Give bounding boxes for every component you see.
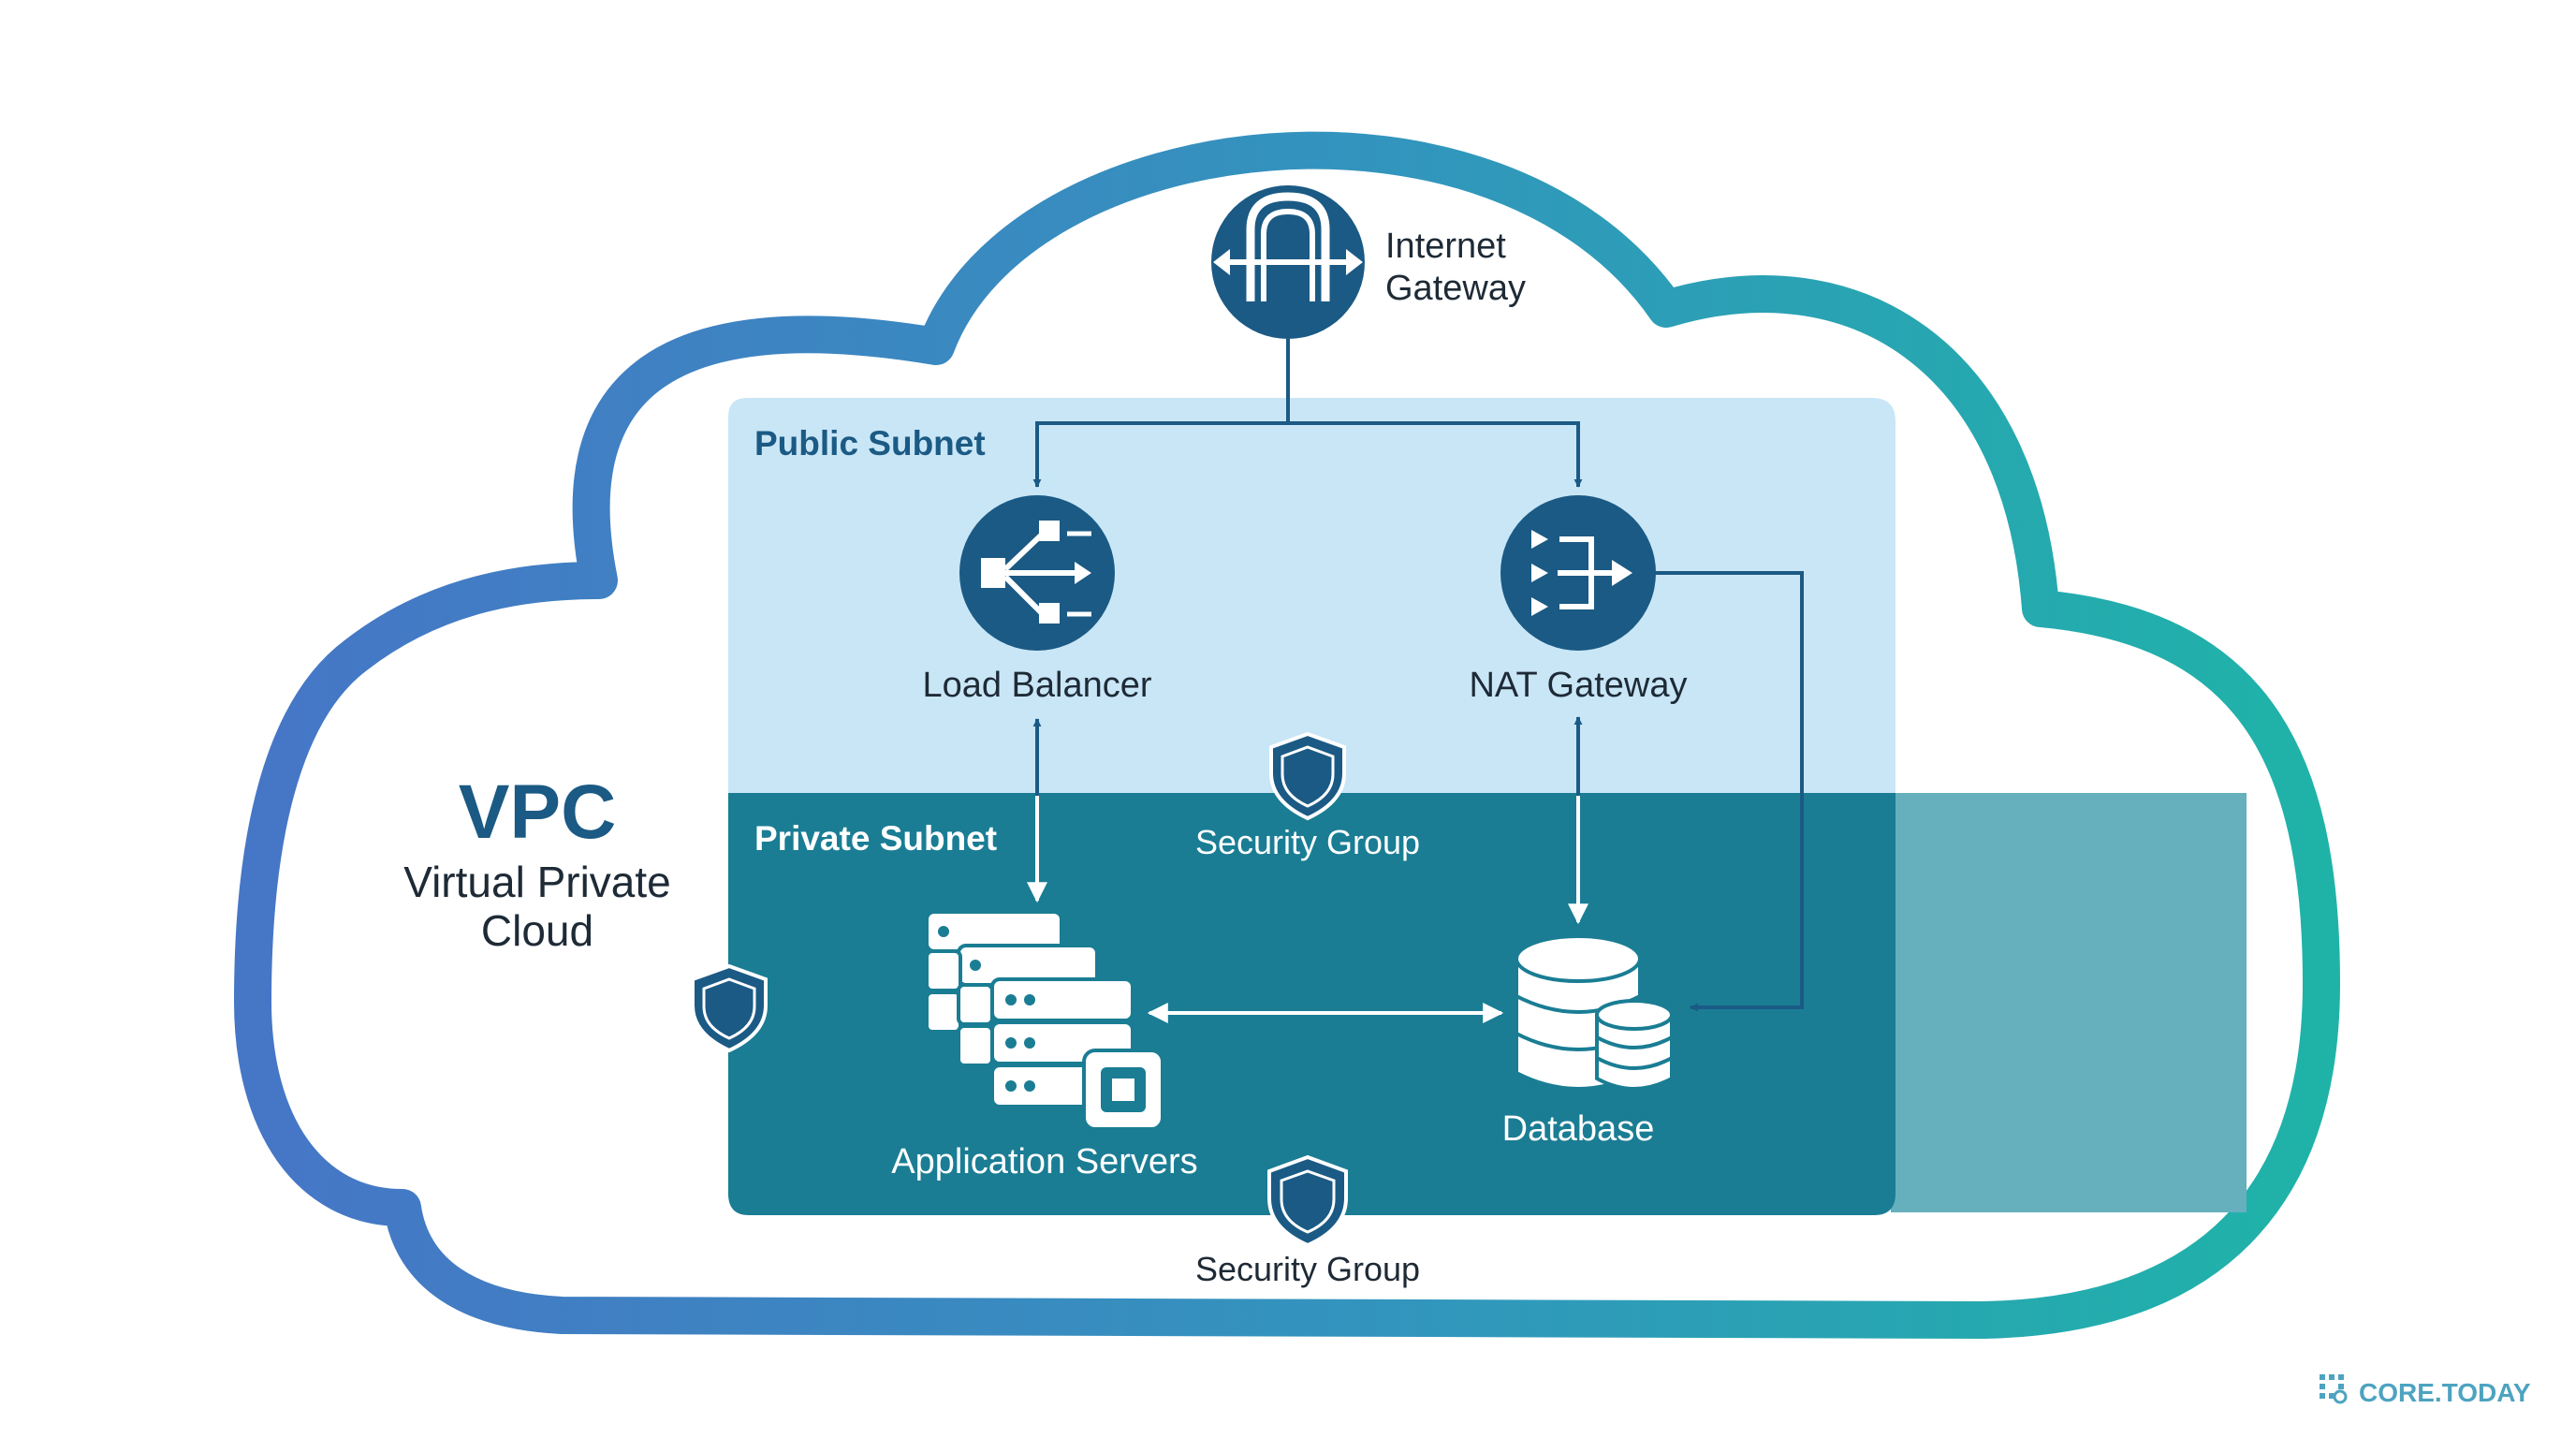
igw-to-nat-gateway-line (1288, 421, 1583, 488)
nat-gateway-icon (1500, 495, 1656, 651)
security-group-outer-label: Security Group (1195, 1250, 1420, 1288)
private-subnet-title: Private Subnet (754, 819, 997, 858)
public-subnet-title: Public Subnet (754, 424, 986, 462)
public-subnet-area (728, 398, 1895, 793)
database-icon (1515, 934, 1674, 1091)
core-today-logo-icon (2320, 1374, 2348, 1404)
security-group-inner-label: Security Group (1195, 823, 1420, 861)
application-servers-label: Application Servers (891, 1142, 1197, 1181)
vpc-subtitle-line1: Virtual Private (403, 858, 671, 906)
application-servers-icon (925, 910, 1164, 1131)
internet-gateway-icon (1211, 185, 1365, 339)
internet-gateway-label-line1: Internet (1385, 227, 1506, 266)
internet-gateway-label-line2: Gateway (1385, 269, 1526, 308)
load-balancer-label: Load Balancer (922, 666, 1151, 705)
nat-to-database-route-line (1655, 571, 1804, 1012)
security-group-outer-shield-icon (1267, 1154, 1348, 1248)
vpc-subtitle-line2: Cloud (481, 906, 593, 955)
vpc-title: VPC (459, 770, 617, 855)
watermark-text: CORE.TODAY (2359, 1378, 2531, 1407)
database-label: Database (1502, 1109, 1655, 1149)
igw-to-load-balancer-line (1032, 421, 1288, 488)
security-group-shield-icon (1269, 731, 1346, 821)
load-balancer-icon (959, 495, 1115, 651)
private-connectors (1027, 718, 1504, 1023)
nat-gateway-label: NAT Gateway (1469, 666, 1687, 705)
vpc-security-shield-icon (691, 963, 768, 1053)
private-subnet-extension-band (1891, 793, 2247, 1212)
